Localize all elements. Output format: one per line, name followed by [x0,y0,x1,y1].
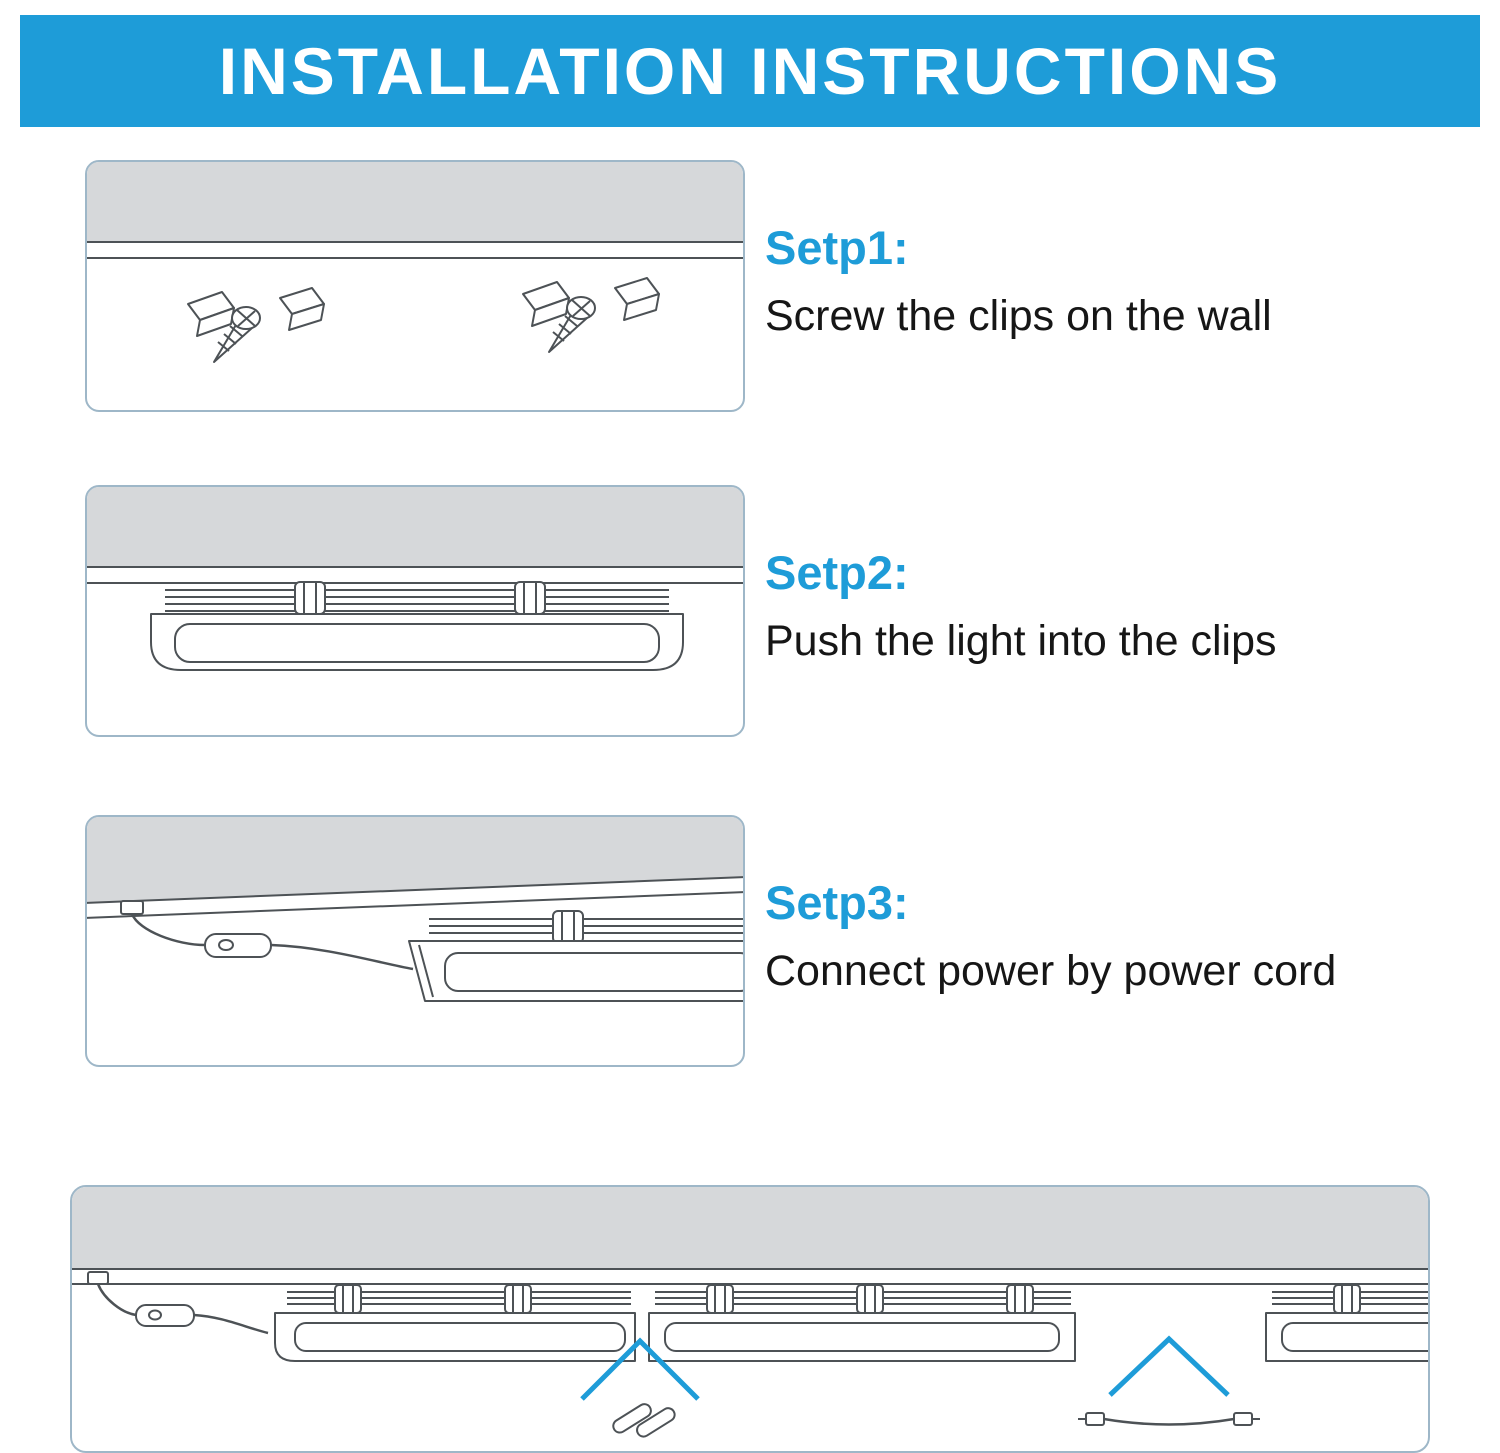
clips-on-wall-illustration [87,162,743,363]
wall-band [72,1187,1428,1269]
led-light-fixture [150,581,684,671]
led-light-segment [274,1284,636,1362]
step2-label: Setp2: [765,546,909,599]
cord-wire [130,913,206,947]
step1-row: Setp1: Screw the clips on the wall [85,160,1485,412]
lens [1281,1322,1428,1352]
inline-switch-icon [204,933,272,958]
page-title: INSTALLATION INSTRUCTIONS [218,34,1282,108]
gap-pointer-chevron [1108,1335,1230,1397]
step3-illustration-box [85,815,745,1067]
step1-label: Setp1: [765,221,909,274]
lens [174,623,660,663]
lens [294,1322,626,1352]
power-cord [87,1271,269,1335]
wall-band [87,162,743,242]
cord-wire [270,943,414,971]
inline-switch-icon [135,1304,195,1327]
led-light-segment [648,1284,1076,1362]
led-light-segment [1265,1284,1428,1362]
step3-label: Setp3: [765,876,909,929]
wall-band [87,817,743,903]
lens [664,1322,1060,1352]
light-into-clips-illustration [87,487,743,671]
linked-lights-illustration [72,1187,1428,1438]
linked-lights-diagram-box [70,1185,1430,1453]
mounting-clip-with-screw-icon [522,277,660,353]
mounting-clip-icon [334,1284,362,1314]
step3-description: Connect power by power cord [765,946,1337,995]
step1-illustration-box [85,160,745,412]
connector-wire-icon [1078,1412,1260,1426]
mounting-clip-icon [1006,1284,1034,1314]
header-banner: INSTALLATION INSTRUCTIONS [20,15,1480,127]
step3-text: Setp3: Connect power by power cord [765,877,1336,996]
power-plug-icon [87,1271,109,1285]
power-cord-illustration [87,817,743,1002]
mounting-clip-icon [552,910,584,944]
step2-text: Setp2: Push the light into the clips [765,547,1277,666]
step2-row: Setp2: Push the light into the clips [85,485,1485,737]
step2-description: Push the light into the clips [765,616,1277,665]
step1-description: Screw the clips on the wall [765,291,1272,340]
mounting-clip-icon [706,1284,734,1314]
mounting-clip-icon [514,581,546,615]
step1-text: Setp1: Screw the clips on the wall [765,222,1272,341]
mounting-clip-with-screw-icon [187,287,325,363]
seamless-pin-connector-icon [612,1403,676,1438]
step2-illustration-box [85,485,745,737]
mounting-clip-icon [294,581,326,615]
mounting-clip-icon [504,1284,532,1314]
mounting-clip-icon [856,1284,884,1314]
lens [444,952,743,992]
led-light-fixture [408,910,743,1002]
power-plug-icon [120,900,144,915]
wall-band [87,487,743,567]
mounting-clip-icon [1333,1284,1361,1314]
power-cord [120,900,414,971]
joint-pointer-chevron [580,1337,700,1401]
step3-row: Setp3: Connect power by power cord [85,815,1485,1067]
